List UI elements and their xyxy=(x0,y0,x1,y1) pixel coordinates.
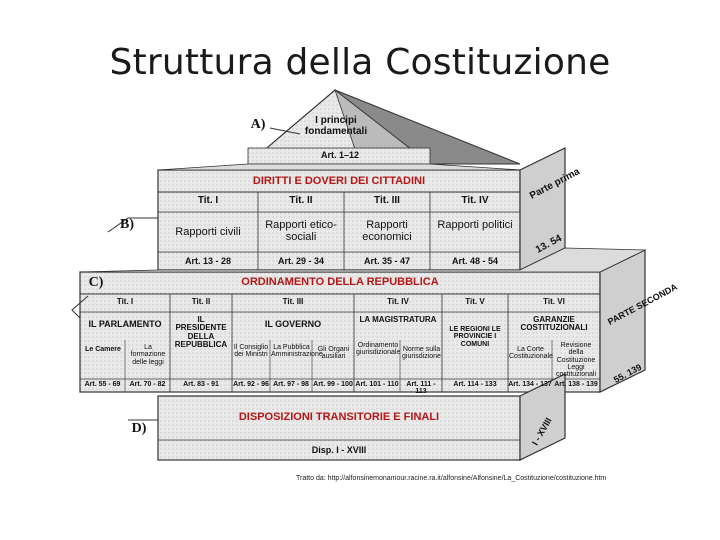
part2-section-2: IL PRESIDENTE DELLA REPUBBLICA xyxy=(174,315,228,350)
part2-articles-2: Art. 70 - 82 xyxy=(129,381,166,388)
part2-articles-7: Art. 101 - 110 xyxy=(355,381,399,388)
part1-top xyxy=(157,163,521,171)
roof-articles: Art. 1–12 xyxy=(320,150,360,160)
part2-sub-corte-costituzionale: La Corte Costituzionale xyxy=(509,346,553,361)
part2-articles-1: Art. 55 - 69 xyxy=(84,381,121,388)
part2-top xyxy=(79,247,646,273)
roof-letter: A) xyxy=(250,117,266,132)
part2-title-4: Tit. IV xyxy=(387,297,409,306)
part2-heading: ORDINAMENTO DELLA REPUBBLICA xyxy=(241,276,439,288)
part2-letter: C) xyxy=(88,275,104,290)
part1-title-2: Tit. II xyxy=(289,195,313,206)
part1-title-4: Tit. IV xyxy=(461,195,489,206)
part2-section-1: IL PARLAMENTO xyxy=(88,319,162,329)
part2-sub-revisione: Revisione della Costituzione Leggi costi… xyxy=(555,342,597,379)
connector-b xyxy=(107,217,158,233)
part2-title-6: Tit. VI xyxy=(543,297,565,306)
part1-articles-3: Art. 35 - 47 xyxy=(363,256,411,266)
part1-topic-4: Rapporti politici xyxy=(437,219,513,231)
connector-a xyxy=(269,127,301,135)
part2-sub-organi-ausiliari: Gli Organi ausiliari xyxy=(317,346,350,361)
part2-title-2: Tit. II xyxy=(191,297,211,306)
part1-letter: B) xyxy=(120,217,134,232)
part2-articles-3: Art. 83 - 91 xyxy=(183,381,219,388)
base-letter: D) xyxy=(131,421,147,436)
base-side xyxy=(519,373,566,461)
part2-title-1: Tit. I xyxy=(116,297,134,306)
part2-sub-camere: Le Camere xyxy=(85,346,121,353)
part1-articles-4: Art. 48 - 54 xyxy=(451,256,499,266)
connector-c xyxy=(71,295,89,319)
part2-articles-6: Art. 99 - 100 xyxy=(313,381,353,388)
part1-title-3: Tit. III xyxy=(374,195,400,206)
part1-topic-3: Rapporti economici xyxy=(362,219,412,243)
part2-articles-11: Art. 138 - 139 xyxy=(554,381,598,388)
part1-articles-2: Art. 29 - 34 xyxy=(277,256,325,266)
roof-title: I principi fondamentali xyxy=(304,115,368,137)
part1-articles-1: Art. 13 - 28 xyxy=(184,256,232,266)
part2-sub-formazione-leggi: La formazione delle leggi xyxy=(130,344,166,366)
part1-topic-2: Rapporti etico-sociali xyxy=(265,219,337,243)
part2-sub-pubblica-amministrazione: La Pubblica Amministrazione xyxy=(271,344,323,359)
part2-sub-norme-giurisdizione: Norme sulla giurisdizione xyxy=(402,346,441,361)
part2-sub-ordinamento-giurisdizionale: Ordinamento giurisdizionale xyxy=(356,342,401,357)
base-heading: DISPOSIZIONI TRANSITORIE E FINALI xyxy=(238,411,440,423)
part2-section-5: LE REGIONI LE PROVINCIE I COMUNI xyxy=(449,326,501,348)
part1-title-1: Tit. I xyxy=(197,195,219,206)
part2-articles-8: Art. 111 - 113 xyxy=(406,381,436,396)
part2-title-5: Tit. V xyxy=(465,297,485,306)
part2-section-3: IL GOVERNO xyxy=(264,319,322,329)
part2-articles-9: Art. 114 - 133 xyxy=(453,381,497,388)
part2-sub-consiglio-ministri: Il Consiglio dei Ministri xyxy=(233,344,269,359)
part2-title-3: Tit. III xyxy=(282,297,304,306)
part2-section-6: GARANZIE COSTITUZIONALI xyxy=(520,315,588,333)
slide-title: Struttura della Costituzione xyxy=(109,42,611,83)
part1-heading: DIRITTI E DOVERI DEI CITTADINI xyxy=(252,175,426,187)
part2-articles-5: Art. 97 - 98 xyxy=(273,381,309,388)
base-articles: Disp. I - XVIII xyxy=(311,445,367,455)
part2-section-4: LA MAGISTRATURA xyxy=(359,315,437,324)
part1-topic-1: Rapporti civili xyxy=(175,226,241,238)
part1-front xyxy=(157,169,521,271)
source-caption: Tratto da: http://alfonsinemonamour.raci… xyxy=(296,475,607,482)
part2-articles-10: Art. 134 - 137 xyxy=(508,381,552,388)
part2-articles-4: Art. 92 - 96 xyxy=(233,381,269,388)
